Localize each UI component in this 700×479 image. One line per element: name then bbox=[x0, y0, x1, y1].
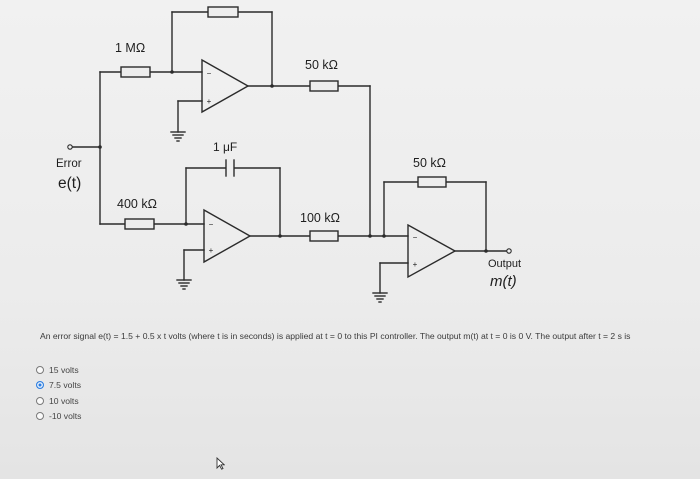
circuit-diagram: − + − + − + 1 MΩ 50 kΩ 1 μF 400 kΩ 100 kΩ 5… bbox=[56, 6, 521, 303]
answer-options: 15 volts 7.5 volts 10 volts -10 volts bbox=[36, 362, 81, 424]
opamp-2 bbox=[203, 208, 252, 264]
option-15-volts[interactable]: 15 volts bbox=[36, 362, 81, 378]
capacitor-1uf-icon bbox=[225, 159, 235, 177]
option-minus-10-volts[interactable]: -10 volts bbox=[36, 409, 81, 425]
label-output: Output bbox=[488, 258, 521, 270]
output-terminal bbox=[506, 248, 512, 254]
label-400k: 400 kΩ bbox=[117, 197, 157, 211]
option-label: 15 volts bbox=[49, 364, 79, 375]
label-100k: 100 kΩ bbox=[300, 211, 340, 225]
resistor-50k-a bbox=[309, 80, 339, 92]
option-7-5-volts[interactable]: 7.5 volts bbox=[36, 378, 81, 394]
resistor-100k bbox=[309, 230, 339, 242]
radio-button[interactable] bbox=[36, 365, 44, 374]
radio-button[interactable] bbox=[36, 396, 44, 405]
junction-dots bbox=[98, 70, 488, 253]
option-label: -10 volts bbox=[49, 411, 82, 422]
question-text: An error signal e(t) = 1.5 + 0.5 x t vol… bbox=[40, 331, 631, 341]
label-1uf: 1 μF bbox=[213, 140, 237, 154]
svg-text:−: − bbox=[413, 233, 418, 242]
resistor-50k-b bbox=[417, 176, 447, 188]
label-50k-a: 50 kΩ bbox=[305, 58, 338, 72]
option-label: 7.5 volts bbox=[49, 380, 82, 391]
label-output-symbol: m(t) bbox=[490, 273, 517, 290]
option-label: 10 volts bbox=[49, 395, 79, 406]
opamp-signs: − + − + − + bbox=[207, 69, 418, 269]
opamp-3 bbox=[407, 223, 457, 279]
label-1m: 1 MΩ bbox=[115, 41, 145, 55]
resistor-1m bbox=[120, 66, 151, 78]
label-50k-b: 50 kΩ bbox=[413, 156, 446, 170]
ground-3-icon bbox=[372, 292, 388, 303]
opamp-1 bbox=[201, 58, 250, 114]
radio-button[interactable] bbox=[36, 412, 44, 421]
opamp-3-wiring bbox=[337, 181, 508, 294]
svg-text:+: + bbox=[209, 246, 214, 255]
opamp-2-wiring bbox=[153, 167, 311, 281]
resistor-feedback-1 bbox=[207, 6, 239, 18]
label-error-symbol: e(t) bbox=[58, 175, 81, 192]
svg-text:+: + bbox=[207, 97, 212, 106]
mouse-cursor-icon bbox=[216, 457, 225, 470]
svg-text:−: − bbox=[209, 220, 214, 229]
option-10-volts[interactable]: 10 volts bbox=[36, 393, 81, 409]
svg-text:−: − bbox=[207, 69, 212, 78]
opamp-1-wiring bbox=[149, 11, 371, 237]
resistor-400k bbox=[124, 218, 155, 230]
svg-text:+: + bbox=[413, 260, 418, 269]
input-terminal bbox=[67, 144, 73, 150]
ground-2-icon bbox=[176, 279, 192, 290]
radio-button-selected[interactable] bbox=[36, 381, 44, 390]
label-error: Error bbox=[56, 158, 82, 170]
ground-1-icon bbox=[170, 131, 186, 142]
